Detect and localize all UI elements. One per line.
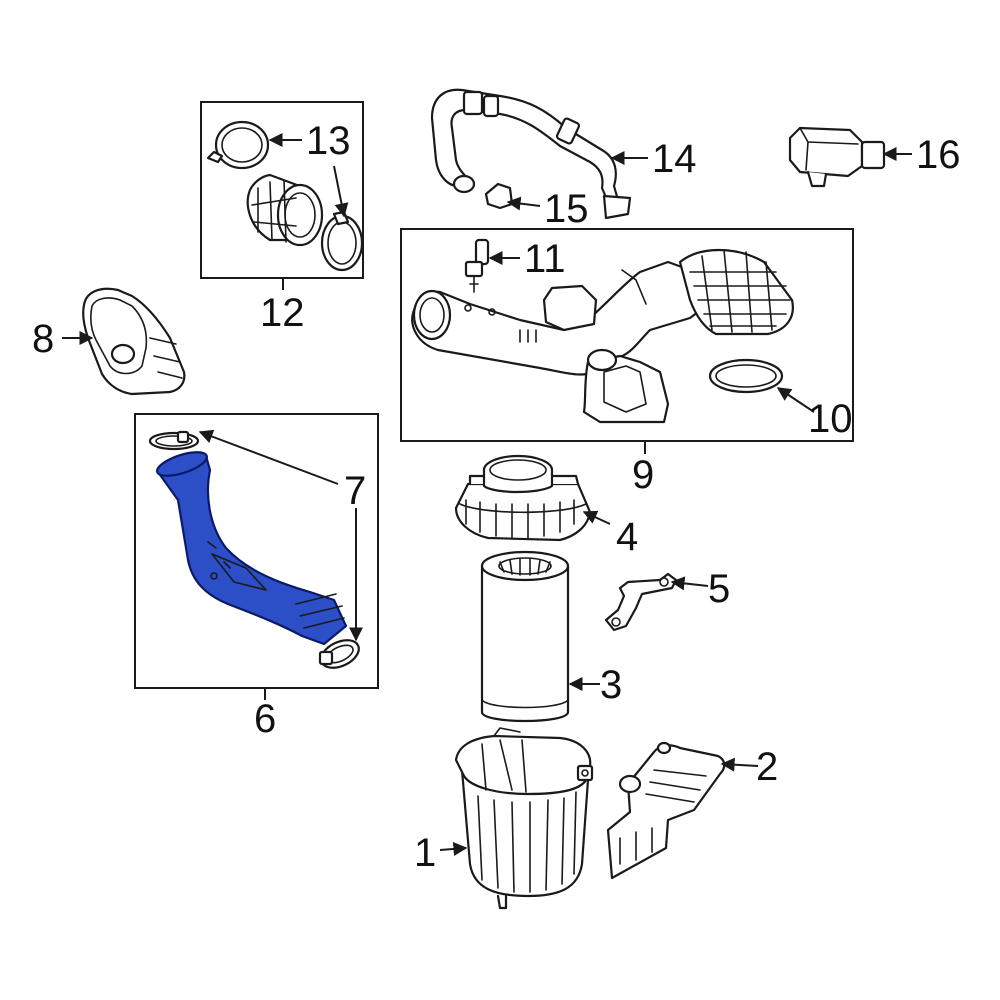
leader-5 [670, 576, 709, 591]
part-3-filter[interactable] [480, 550, 570, 723]
callout-7: 7 [344, 469, 366, 513]
group-box-6 [134, 413, 379, 689]
part-7-clamp-top[interactable] [148, 430, 200, 451]
leader-2 [720, 757, 759, 772]
callout-2: 2 [756, 745, 778, 789]
part-10-clamp[interactable] [708, 358, 784, 394]
part-1-housing[interactable] [454, 727, 594, 910]
callout-10: 10 [808, 397, 853, 441]
callout-6: 6 [254, 697, 276, 741]
part-7-clamp-bottom[interactable] [317, 635, 363, 674]
part-8-adapter[interactable] [82, 287, 186, 396]
leader-4 [582, 510, 611, 525]
callout-9: 9 [632, 453, 654, 497]
part-4-cover[interactable] [454, 454, 592, 542]
part-11-fitting[interactable] [464, 238, 490, 293]
part-2-shield[interactable] [606, 741, 726, 880]
part-16-sensor[interactable] [788, 126, 886, 188]
callout-1: 1 [414, 831, 436, 875]
callout-14: 14 [652, 137, 697, 181]
leader-1 [439, 841, 468, 856]
part-5-bracket[interactable] [604, 572, 678, 632]
leader-13b [333, 165, 349, 218]
callout-15: 15 [544, 187, 589, 231]
callout-8: 8 [32, 317, 54, 361]
part-12-coupler[interactable] [246, 173, 324, 247]
callout-4: 4 [616, 515, 638, 559]
part-9-duct[interactable] [411, 248, 794, 424]
leader-15 [506, 196, 541, 211]
part-14-hose[interactable] [430, 88, 632, 220]
callout-13: 13 [306, 119, 351, 163]
callout-12: 12 [260, 291, 305, 335]
part-12-clamp[interactable] [320, 210, 364, 272]
callout-3: 3 [600, 663, 622, 707]
leader-7a [198, 429, 339, 485]
group-box-9 [400, 228, 854, 442]
leader-10 [776, 387, 815, 413]
callout-5: 5 [708, 567, 730, 611]
callout-11: 11 [524, 237, 566, 281]
part-15-connector[interactable] [484, 182, 514, 210]
part-13-clamp[interactable] [206, 120, 270, 170]
part-6-inlet-hose[interactable] [154, 447, 348, 646]
callout-16: 16 [916, 133, 961, 177]
